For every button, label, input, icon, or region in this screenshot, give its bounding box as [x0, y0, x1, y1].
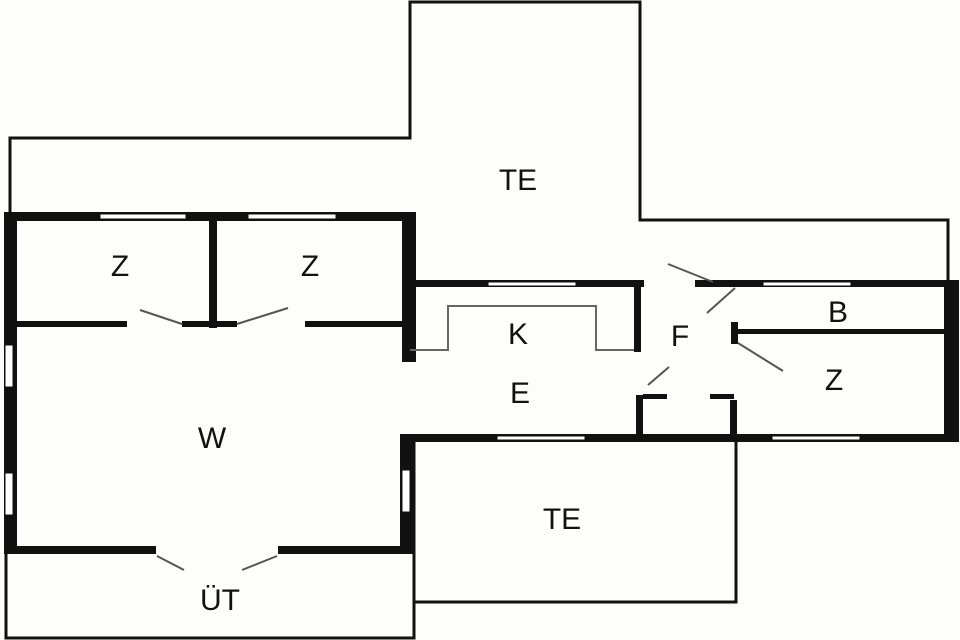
room-label-te-top: TE [499, 164, 537, 197]
room-label-b: B [828, 296, 848, 329]
room-label-z-1: Z [111, 250, 129, 283]
windows [4, 213, 861, 516]
room-label-w: W [198, 422, 227, 455]
room-label-f: F [671, 320, 689, 353]
kitchen-counter [410, 305, 634, 351]
room-label-ut: ÜT [200, 584, 240, 617]
room-label-k: K [508, 318, 528, 351]
room-label-z-2: Z [301, 250, 319, 283]
terrace-outline-bottom [4, 440, 738, 640]
door-swings [139, 263, 784, 571]
walls [4, 212, 959, 554]
terrace-outline-top [8, 0, 950, 282]
room-label-te-bottom: TE [543, 503, 581, 536]
room-label-z-3: Z [825, 364, 843, 397]
room-label-e: E [510, 377, 530, 410]
